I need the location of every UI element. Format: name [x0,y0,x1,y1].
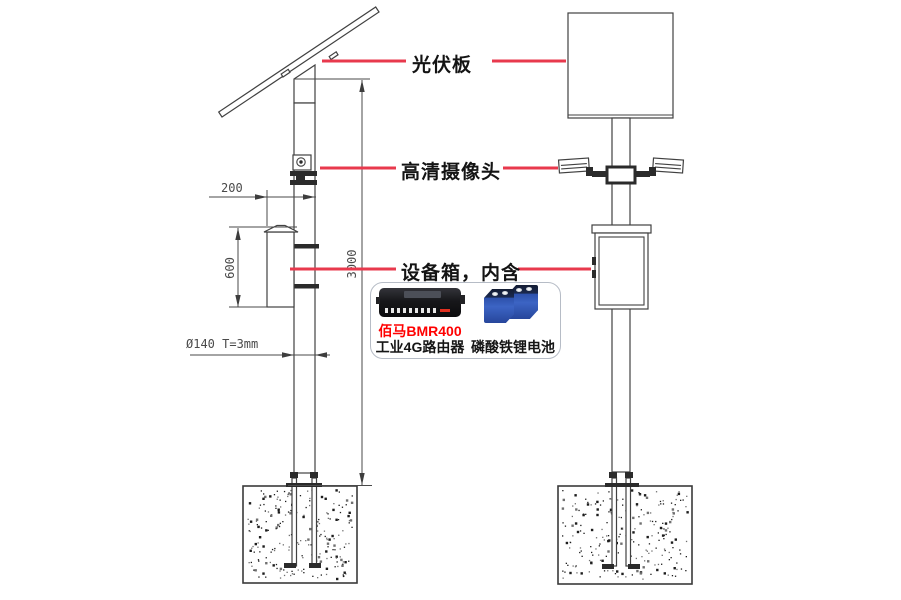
label-pv-panel: 光伏板 [412,55,473,76]
arrow-right-icon [282,352,294,358]
camera-clamp [296,175,305,181]
camera-housing [651,157,685,174]
camera-crossarm [557,157,685,185]
router-image [376,288,465,317]
camera-ridge [560,163,587,166]
camera-clamp [290,180,317,185]
crossarm-clamp [605,165,637,185]
anchor-nut [609,472,617,478]
arrow-down-icon [359,473,365,485]
hinge [592,257,596,265]
battery-cell-image [484,289,514,323]
camera-ridge [561,166,588,170]
mount-band [292,284,319,289]
camera-joint [586,167,593,176]
camera-left [557,157,591,174]
camera-ridge [655,163,682,166]
dim-3000-text: 3000 [345,250,359,279]
anchor-nut [310,472,318,478]
anchor-rod [625,477,632,567]
red-leaders [290,59,591,271]
foundation-block [557,485,693,585]
panel-bracket [293,63,316,104]
hd-camera-side [290,154,317,185]
arrow-left-icon [315,352,327,358]
arrow-right-icon [303,194,315,200]
hinge [592,270,596,278]
camera-housing [557,157,591,174]
battery-terminal [516,288,522,292]
equipment-box-door [598,236,645,306]
router-ports [384,308,439,313]
mount-band [292,244,319,249]
camera-joint [649,167,656,176]
anchor-rod [611,477,618,567]
equipment-box-body [594,232,649,310]
camera-right [651,157,685,174]
foundation-block [242,485,358,584]
dimensions: 3000 200 600 Ø140 T=3mm [186,78,372,486]
right-front-view [557,12,693,585]
dim-600-text: 600 [223,257,237,279]
foundation-right [557,472,693,585]
equipment-box-side [263,224,299,308]
anchor-hook [284,563,296,568]
anchor-nut [625,472,633,478]
router-desc-text: 工业4G路由器 [375,339,465,355]
anchor-nut [290,472,298,478]
router-antenna-port [376,297,380,304]
anchor-rod [311,477,318,567]
concrete-texture-left [247,489,354,581]
arrow-down-icon [235,295,241,307]
anchor-hook [309,563,321,568]
arrow-up-icon [359,80,365,92]
equipment-box-cap [591,224,652,234]
dim-200-text: 200 [221,181,243,195]
battery-terminal [502,291,508,295]
base-plate [605,483,639,487]
foundation-left [242,472,358,584]
equipment-box-cap [263,224,299,233]
router-red-tag [439,309,450,312]
pole-spec-text: Ø140 T=3mm [186,337,258,351]
camera-ridge [654,166,681,170]
router-model-text: 佰马BMR400 [378,323,462,339]
camera-lens-dot [299,160,303,164]
camera-lens-icon [296,157,306,167]
anchor-hook [602,564,614,569]
anchor-rod [291,477,298,567]
solar-panel-side [217,6,380,118]
equipment-box-body [266,231,295,308]
equipment-box-front [591,224,652,310]
camera-clamp [290,171,317,176]
solar-panel-front [567,12,674,119]
label-equipment-box: 设备箱，内含 [401,263,522,284]
label-hd-camera: 高清摄像头 [401,162,502,183]
left-side-view [217,6,380,584]
battery-terminal [492,292,498,296]
router-antenna-port [460,295,465,304]
battery-desc-text: 磷酸铁锂电池 [471,339,555,355]
anchor-hook [628,564,640,569]
panel-clip [280,68,291,78]
battery-terminal [526,287,532,291]
arrow-up-icon [235,228,241,240]
arrow-right-icon [255,194,267,200]
router-top-label [403,291,442,298]
panel-clip [328,50,339,61]
